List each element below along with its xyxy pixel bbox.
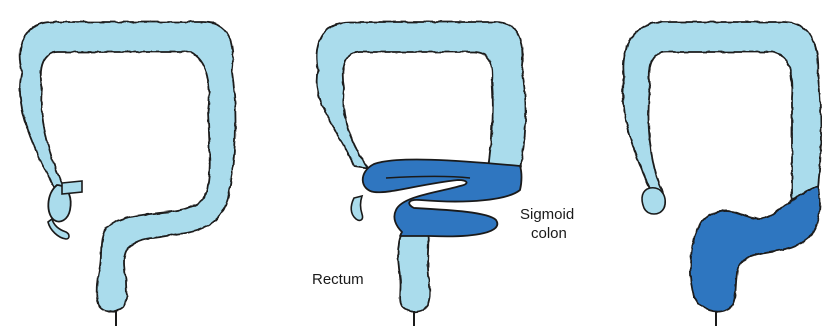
rectum (398, 232, 430, 312)
sigmoid-colon-label-line2: colon (531, 225, 567, 243)
colon-body (317, 22, 526, 168)
sigmoid-colon-label-line1: Sigmoid (520, 206, 574, 224)
colon-body (623, 22, 821, 210)
colon-panel-megarectum (623, 22, 821, 326)
colon-panel-normal (20, 22, 236, 326)
appendix (351, 196, 362, 220)
sigmoid-colon-loop (363, 160, 522, 237)
rectum-label: Rectum (312, 271, 364, 289)
dilated-sigmoid-rectum (690, 186, 820, 312)
cecum (642, 188, 665, 214)
colon-body (20, 22, 236, 312)
terminal-ileum (62, 181, 82, 194)
